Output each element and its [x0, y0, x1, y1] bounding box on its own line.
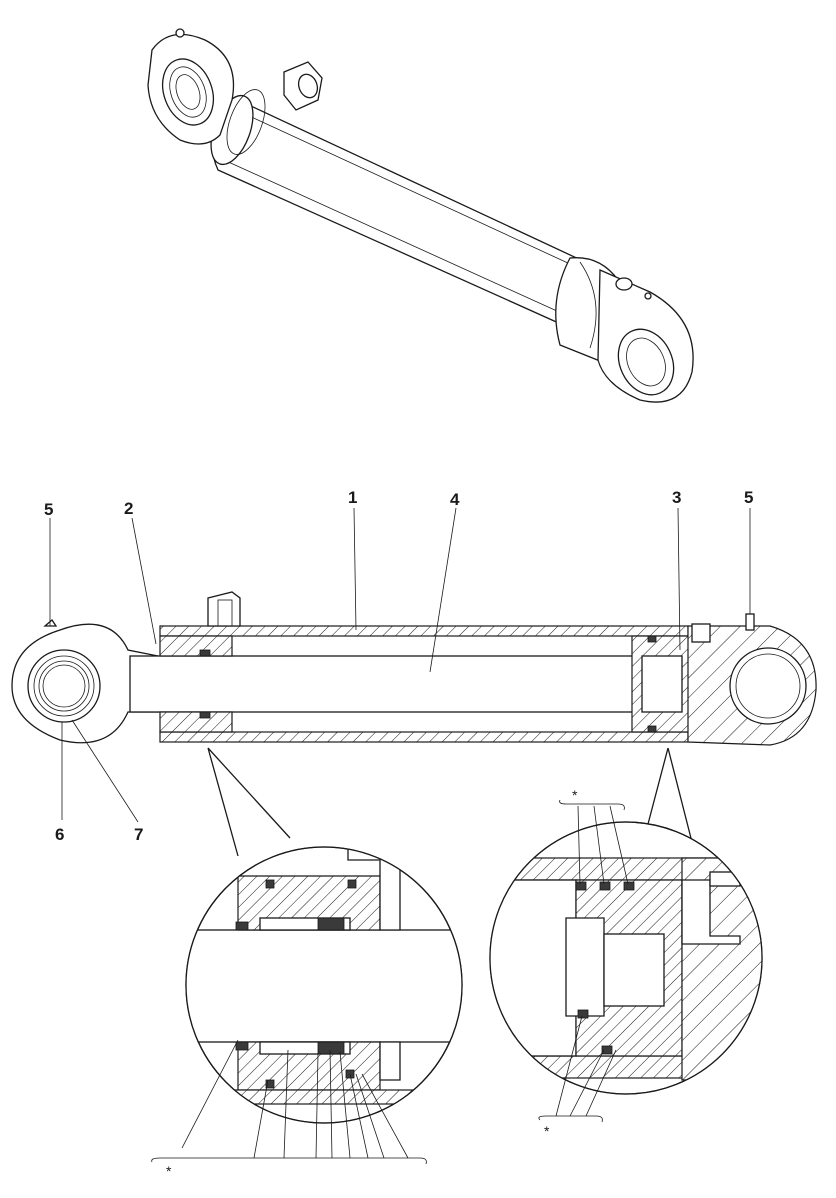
detail-marker-rod-guide: * — [166, 1163, 172, 1179]
detail-marker-piston-top: * — [572, 787, 578, 803]
callout-rod-guide: 2 — [124, 499, 133, 518]
rod-guide-detail — [151, 846, 463, 1165]
callout-grease-fitting-right: 5 — [744, 488, 753, 507]
cylinder-isometric-view — [147, 28, 694, 403]
callout-barrel: 1 — [348, 488, 357, 507]
callout-seal-ring: 7 — [134, 825, 143, 844]
piston-detail — [489, 799, 763, 1123]
callout-bushing: 6 — [55, 825, 64, 844]
cylinder-section-view — [11, 507, 817, 823]
callout-piston: 3 — [672, 488, 681, 507]
callout-rod: 4 — [450, 490, 460, 509]
callout-grease-fitting-left: 5 — [44, 500, 53, 519]
detail-marker-piston-bottom: * — [544, 1123, 550, 1139]
callout-labels: 5 2 1 4 3 5 6 7 * * * — [44, 488, 753, 1179]
